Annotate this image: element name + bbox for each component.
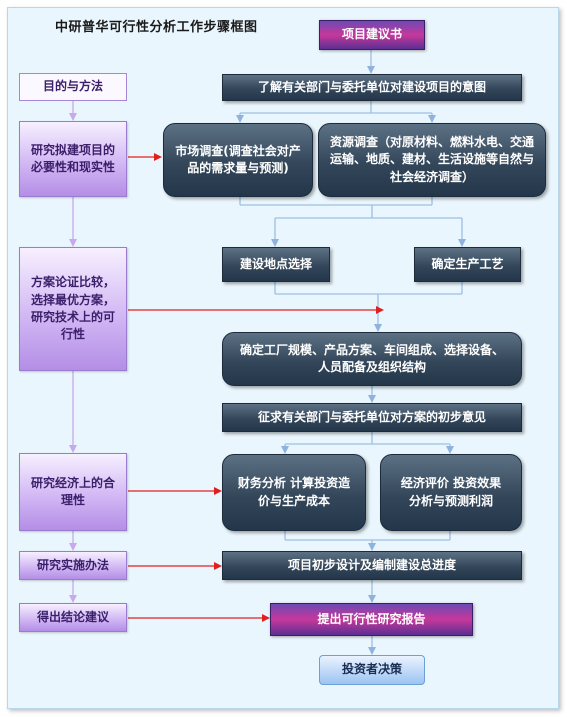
site-selection-box: 建设地点选择 [222,247,330,282]
left-step-technical: 方案论证比较，选择最优方案，研究技术上的可行性 [19,247,127,371]
left-step-conclusion: 得出结论建议 [19,603,127,632]
financial-analysis-box: 财务分析 计算投资造价与生产成本 [222,454,366,531]
preliminary-opinion-box: 征求有关部门与委托单位对方案的初步意见 [222,403,522,432]
project-proposal-box: 项目建议书 [319,20,425,50]
left-step-necessity: 研究拟建项目的必要性和现实性 [19,121,127,197]
process-selection-box: 确定生产工艺 [414,247,521,282]
feasibility-report-box: 提出可行性研究报告 [270,603,473,636]
market-survey-box: 市场调查(调查社会对产品的需求量与预测) [163,123,313,197]
preliminary-design-box: 项目初步设计及编制建设总进度 [222,551,522,580]
resource-survey-box: 资源调查（对原材料、燃料水电、交通运输、地质、建材、生活设施等自然与社会经济调查… [318,123,546,197]
left-step-economic: 研究经济上的合理性 [19,453,127,531]
investor-decision-box: 投资者决策 [319,655,425,685]
goal-method-header: 目的与方法 [19,73,127,101]
diagram-title: 中研普华可行性分析工作步骤框图 [55,20,258,35]
left-step-implementation: 研究实施办法 [19,551,127,580]
economic-evaluation-box: 经济评价 投资效果分析与预测利润 [380,454,522,531]
understand-intent-box: 了解有关部门与委托单位对建设项目的意图 [222,74,522,101]
plant-scale-box: 确定工厂规模、产品方案、车间组成、选择设备、人员配备及组织结构 [222,332,522,386]
